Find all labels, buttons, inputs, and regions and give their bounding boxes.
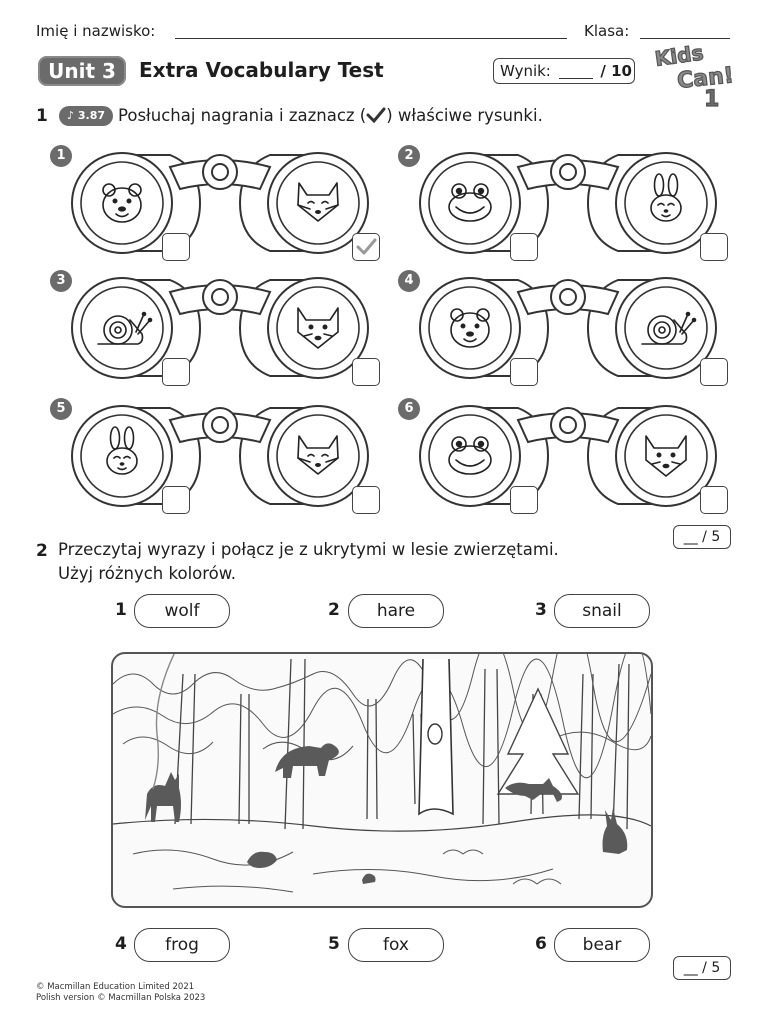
forest-picture[interactable] [111,652,653,908]
score-total: / 10 [600,62,632,80]
word-pill-frog[interactable]: frog [134,928,230,962]
checkmark-icon [356,238,377,255]
word-number-3: 3 [535,600,547,620]
name-input-line[interactable] [175,38,567,39]
fox-icon [297,182,339,222]
hare-icon [106,426,138,475]
hidden-wolf[interactable] [145,772,181,822]
word-number-2: 2 [328,600,340,620]
item-number-badge: 6 [398,398,420,420]
hidden-snail[interactable] [362,873,376,884]
hidden-hare[interactable] [602,808,628,854]
checkbox-left-5[interactable] [162,486,190,514]
audio-track-number: 3.87 [77,109,105,122]
copyright-line-2: Polish version © Macmillan Polska 2023 [36,993,206,1003]
checkbox-left-6[interactable] [510,486,538,514]
exercise-2-score[interactable]: __ / 5 [673,956,731,980]
exercise-1-number: 1 [36,106,48,126]
word-number-4: 4 [115,934,127,954]
score-label: Wynik: [500,62,551,80]
checkbox-right-6[interactable] [700,486,728,514]
wolf-icon [645,435,687,477]
checkbox-left-1[interactable] [162,233,190,261]
exercise-2-instruction-line2: Użyj różnych kolorów. [58,564,236,583]
audio-track-badge[interactable]: ♪ 3.87 [59,106,113,126]
bear-icon [102,183,142,223]
class-label: Klasa: [584,22,630,40]
logo-text-number: 1 [704,87,719,108]
hidden-bear[interactable] [275,743,339,778]
music-note-icon: ♪ [66,109,75,122]
item-number-badge: 2 [398,145,420,167]
word-pill-snail[interactable]: snail [554,594,650,628]
sample-connection-line [152,654,175,790]
word-pill-wolf[interactable]: wolf [134,594,230,628]
score-blank[interactable] [558,64,593,79]
exercise-1-score[interactable]: __ / 5 [673,525,731,549]
hidden-fox[interactable] [505,778,562,802]
unit-badge: Unit 3 [38,56,126,86]
binoculars-item-6 [398,398,738,520]
snail-icon [641,311,697,345]
word-number-1: 1 [115,600,127,620]
binoculars-item-1 [50,145,390,267]
binoculars-item-2 [398,145,738,267]
logo-text-kids: Kids [653,42,704,71]
instruction-part1: Posłuchaj nagrania i zaznacz ( [118,106,367,125]
checkmark-icon [366,107,386,124]
total-score-box: Wynik: / 10 [493,58,635,84]
checkbox-right-5[interactable] [352,486,380,514]
bear-icon [450,308,490,348]
item-number-badge: 5 [50,398,72,420]
snail-icon [97,311,153,345]
hare-icon [650,173,682,222]
word-pill-hare[interactable]: hare [348,594,444,628]
frog-icon [448,183,492,222]
checkbox-left-3[interactable] [162,358,190,386]
checkbox-right-4[interactable] [700,358,728,386]
fox-icon [297,435,339,475]
word-pill-bear[interactable]: bear [554,928,650,962]
item-number-badge: 3 [50,270,72,292]
exercise-2-instruction-line1: Przeczytaj wyrazy i połącz je z ukrytymi… [58,540,559,559]
word-number-6: 6 [535,934,547,954]
kids-can-logo: Kids Can! 1 [648,40,738,113]
binoculars-item-5 [50,398,390,520]
item-number-badge: 4 [398,270,420,292]
checkbox-right-3[interactable] [352,358,380,386]
frog-icon [448,436,492,475]
wolf-icon [297,307,339,349]
word-pill-fox[interactable]: fox [348,928,444,962]
hidden-frog[interactable] [247,851,277,868]
class-input-line[interactable] [640,38,730,39]
item-number-badge: 1 [50,145,72,167]
name-label: Imię i nazwisko: [36,22,156,40]
binoculars-item-3 [50,270,390,392]
exercise-2-number: 2 [36,541,48,561]
copyright-line-1: © Macmillan Education Limited 2021 [36,982,195,992]
page-title: Extra Vocabulary Test [139,58,384,82]
instruction-part2: ) właściwe rysunki. [386,106,543,125]
checkbox-right-2[interactable] [700,233,728,261]
word-number-5: 5 [328,934,340,954]
checkbox-left-4[interactable] [510,358,538,386]
checkbox-right-1[interactable] [352,233,380,261]
exercise-1-instruction: Posłuchaj nagrania i zaznacz ( ) właściwe… [118,106,543,125]
binoculars-item-4 [398,270,738,392]
checkbox-left-2[interactable] [510,233,538,261]
